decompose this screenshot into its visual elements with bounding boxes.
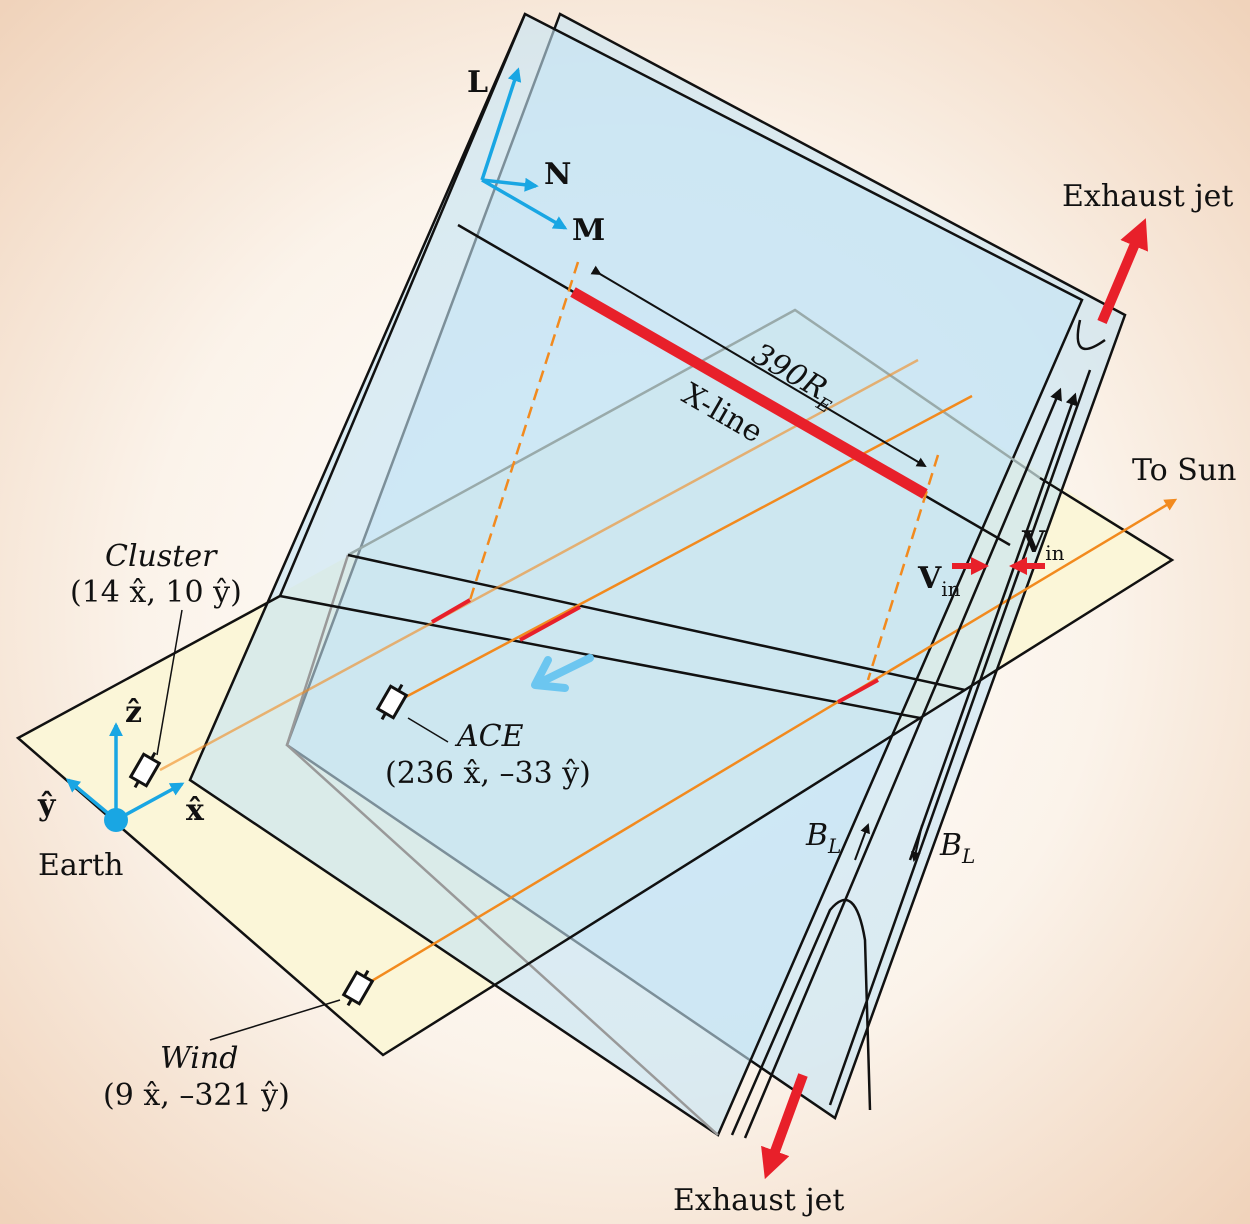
x-axis-label: x̂ — [186, 793, 205, 828]
intersection-line-2 — [347, 553, 966, 692]
vin-label-left: Vin — [917, 561, 961, 601]
m-axis-label: M — [572, 213, 605, 248]
hidden-edges — [285, 554, 719, 1136]
cluster-coords: (14 x̂, 10 ŷ) — [70, 575, 242, 610]
lmn-axes — [480, 67, 568, 230]
ace-spacecraft-icon — [375, 683, 409, 721]
n-axis-label: N — [544, 157, 571, 192]
y-axis-label: ŷ — [37, 788, 57, 823]
bl-arrow-1 — [854, 823, 870, 861]
distance-arrow — [590, 265, 927, 468]
field-lines — [730, 319, 1106, 1139]
intersection-line — [279, 594, 921, 720]
earth-label: Earth — [38, 848, 124, 883]
vin-label-right: Vin — [1021, 525, 1065, 565]
ace-coords: (236 x̂, –33 ŷ) — [385, 756, 591, 791]
z-axis-label: ẑ — [125, 695, 142, 730]
bl-label-right: BL — [939, 828, 975, 868]
l-axis-label: L — [467, 65, 488, 100]
bl-label-left: BL — [805, 818, 841, 858]
exhaust-jet-top-label: Exhaust jet — [1062, 179, 1233, 214]
wind-coords: (9 x̂, –321 ŷ) — [103, 1078, 290, 1113]
plane-outline — [15, 476, 1175, 1057]
exhaust-jet-bottom-arrow — [761, 1073, 808, 1180]
sheet-edge — [278, 13, 527, 597]
red-segments — [430, 598, 879, 704]
wind-name: Wind — [160, 1041, 238, 1076]
to-sun-label: To Sun — [1132, 453, 1236, 488]
ace-leader — [407, 717, 449, 743]
cluster-leader — [156, 609, 183, 756]
cluster-spacecraft-icon — [128, 751, 162, 789]
exhaust-jet-top-arrow — [1097, 218, 1148, 324]
cluster-name: Cluster — [105, 539, 218, 574]
sheet-motion-arrow — [531, 654, 594, 692]
earth-dot — [104, 808, 128, 832]
wind-leader — [209, 999, 341, 1041]
bl-arrow-2 — [910, 824, 923, 862]
ace-name: ACE — [454, 719, 524, 754]
exhaust-jet-bottom-label: Exhaust jet — [673, 1183, 844, 1218]
wind-spacecraft-icon — [341, 969, 375, 1007]
